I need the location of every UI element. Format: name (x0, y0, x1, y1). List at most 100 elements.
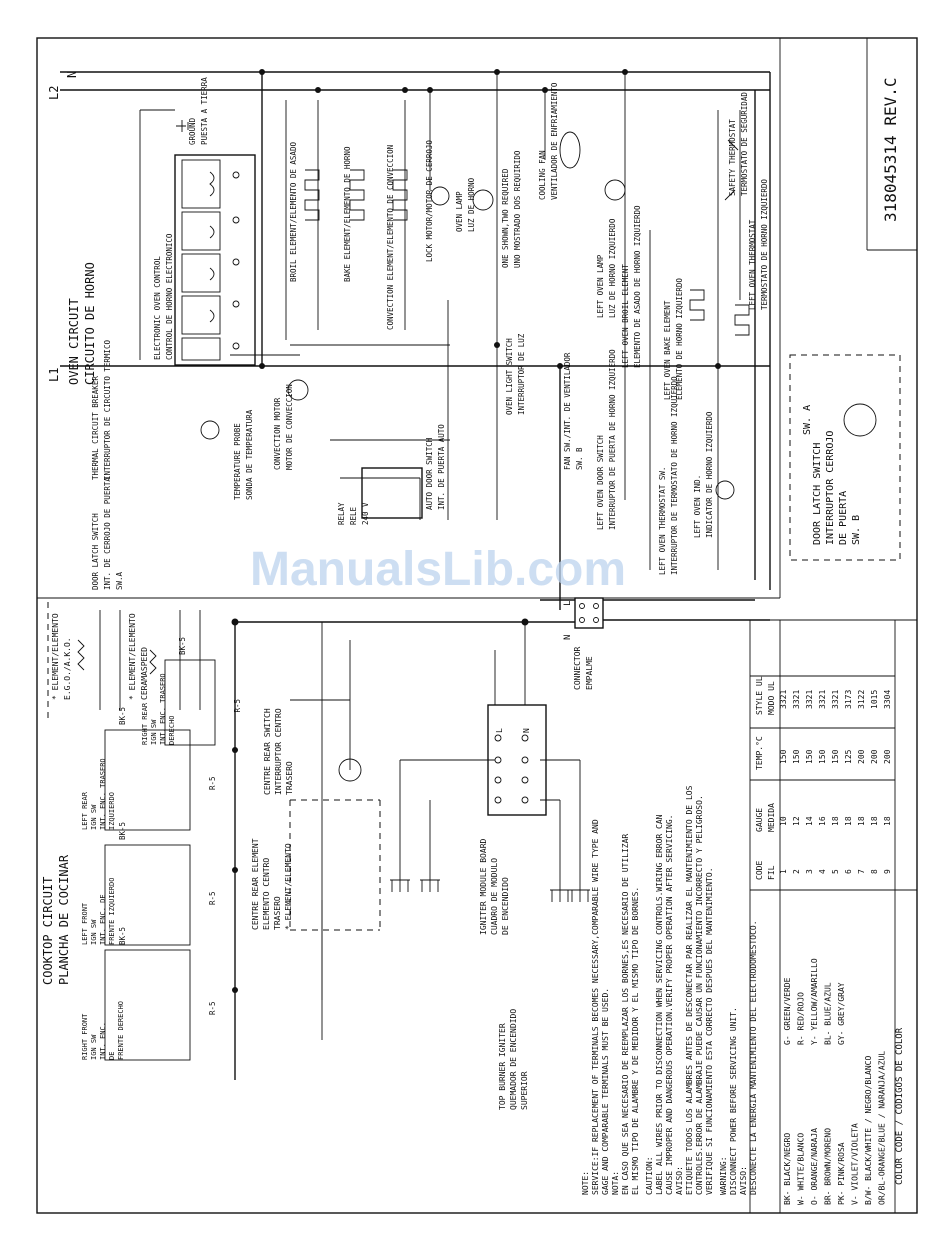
oven-label-group: ONE SHOWN,TWO REQUIRED (501, 168, 510, 268)
oven-component-label: INTERRUPTOR DE PUERTA DE HORNO IZQUIERDO (608, 349, 617, 530)
oven-component-label: SW.A (115, 571, 124, 590)
gauge-header: CODE (755, 861, 764, 880)
oven-component-label: INTERRUPTOR DE CIRCUITO TERMICO (103, 340, 112, 480)
color-code-entry: Y- YELLOW/AMARILLO (810, 958, 819, 1045)
oven-component-label: CONVECTION MOTOR (273, 397, 282, 470)
ignition-switch-box (104, 949, 191, 1061)
oven-label-group: SW.A (115, 571, 124, 590)
oven-component-label: INT. DE CERROJO DE PUERTA (103, 477, 112, 590)
oven-label-group: LEFT OVEN THERMOSTAT (748, 219, 757, 310)
gauge-cell: 200 (870, 749, 879, 764)
oven-component-label: INDICATOR DE HORNO IZQUIERDO (705, 411, 714, 538)
gauge-cell: 9 (883, 869, 892, 874)
legend-label: * ELEMENT/ELEMENTO (128, 613, 137, 700)
ignition-wire-text: BK-5 (118, 927, 127, 945)
ignition-switch-box (104, 844, 191, 946)
oven-component-label: ONE SHOWN,TWO REQUIRED (501, 168, 510, 268)
oven-component-label: LEFT OVEN BROIL ELEMENT (621, 264, 630, 368)
oven-label-group: ELEMENTO DE ASADO DE HORNO IZQUIERDO (633, 205, 642, 368)
ignition-switch-text: INT. ENC. TRASERO (99, 758, 107, 830)
oven-component-label: GROUND (188, 117, 197, 145)
thermostat-symbols (724, 139, 739, 201)
cooktop-junction (231, 618, 239, 626)
gauge-cell: 150 (805, 749, 814, 764)
oven-circuit-title-group: OVEN CIRCUIT CIRCUITO DE HORNO (67, 262, 97, 385)
oven-label-group: COOLING FAN (538, 150, 547, 200)
ground-symbol (176, 120, 189, 132)
convection-motor-symbol (287, 379, 309, 401)
gauge-cell: 200 (883, 749, 892, 764)
gauge-cell: 10 (779, 816, 788, 826)
oven-label-group: GROUND (188, 117, 197, 145)
gauge-cell: 4 (818, 869, 827, 874)
color-code-entry: BK- BLACK/NEGRO (783, 1133, 792, 1205)
cooktop-junction-4 (232, 987, 238, 993)
ignition-switch-text: RIGHT FRONT (81, 1013, 89, 1060)
oven-component-label: ELECTRONIC OVEN CONTROL (153, 256, 162, 360)
centre-rear-element-text: * ELEMENT/ELEMENTO (284, 843, 293, 930)
cooktop-wiring (234, 621, 581, 1080)
ignition-wire-label: BK-5 (178, 637, 187, 655)
oven-component-label: 240 V (361, 502, 370, 525)
ignition-out-text: R-5 (233, 699, 242, 713)
oven-component-label: ELEMENTO DE ASADO DE HORNO IZQUIERDO (633, 205, 642, 368)
oven-label-group: MOTOR DE CONVECCION (285, 384, 294, 470)
electronic-oven-control (174, 154, 256, 366)
color-code-entry: GY- GREY/GRAY (837, 982, 846, 1045)
gauge-cell: 150 (818, 749, 827, 764)
door-latch-inset (789, 354, 901, 561)
oven-label-group: INT. DE PUERTA AUTO (437, 424, 446, 510)
left-broil-element-symbol (689, 289, 705, 321)
color-code-entry: B/W- BLACK/WHITE / NEGRO/BLANCO (864, 1056, 873, 1205)
oven-label-group: CONVECTION MOTOR (273, 397, 282, 470)
oven-label-group: LUZ DE HORNO (467, 177, 476, 232)
oven-label-group: DOOR LATCH SWITCH (91, 513, 100, 590)
ignition-out-text: R-5 (208, 776, 217, 790)
left-bake-element-symbol (734, 304, 750, 336)
igniter-module-text: CUADRO DE MODULO (490, 858, 499, 935)
color-code-entry: BR- BROWN/MORENO (824, 1128, 833, 1205)
oven-component-label: ELEMENTO DE HORNO IZQUIERDO (675, 278, 684, 400)
igniter-terminal-l: L (495, 728, 504, 733)
oven-component-label: LEFT OVEN THERMOSTAT SW. (658, 467, 667, 575)
oven-component-label: PUESTA A TIERRA (200, 77, 209, 145)
oven-component-label: LEFT OVEN THERMOSTAT (748, 219, 757, 310)
oven-label-group: PUESTA A TIERRA (200, 77, 209, 145)
ignition-switch-text: IGN SW (150, 719, 158, 745)
oven-label-group: 240 V (361, 502, 370, 525)
door-latch-inset-label: INTERRUPTOR CERROJO (825, 431, 836, 545)
gauge-cell: 1015 (870, 690, 879, 709)
centre-rear-switch-text: INTERRUPTOR CENTRO (274, 708, 283, 795)
oven-label-group: INDICATOR DE HORNO IZQUIERDO (705, 411, 714, 538)
relay-symbol (361, 467, 423, 519)
bake-element-symbol (349, 169, 365, 221)
gauge-header: STYLE UL (755, 676, 764, 715)
oven-label-group: RELE (349, 506, 358, 525)
gauge-header: GAUGE (755, 808, 764, 832)
note-line: AVISO: (739, 1166, 748, 1195)
oven-label-group: SAFETY THERMOSTAT (728, 119, 737, 196)
ignition-switch-text: DE (108, 1052, 116, 1060)
connector-block (525, 597, 770, 629)
note-line: WARNING: (719, 1156, 728, 1195)
ignition-switch-text: IGN SW (90, 919, 98, 945)
note-line: ETIQUETE TODOS LOS ALAMBRES ANTES DE DES… (685, 785, 694, 1195)
oven-circuit-title: OVEN CIRCUIT (67, 298, 81, 385)
centre-rear-switch-text: CENTRE REAR SWITCH (263, 708, 272, 795)
color-code-title: COLOR CODE / CODIGOS DE COLOR (895, 1027, 905, 1185)
gauge-cell: 3321 (818, 690, 827, 709)
ignition-wire-text: BK-5 (178, 637, 187, 655)
oven-component-label: SAFETY THERMOSTAT (728, 119, 737, 196)
watermark: ManualsLib.com (250, 543, 626, 596)
note-line: LABEL ALL WIRES PRIOR TO DISCONNECTION W… (655, 814, 664, 1195)
oven-label-group: LEFT OVEN BROIL ELEMENT (621, 264, 630, 368)
legend-label: E.G.O./A.K.O. (63, 637, 72, 700)
gauge-cell: 150 (831, 749, 840, 764)
connector-label: CONNECTOR (573, 646, 582, 690)
